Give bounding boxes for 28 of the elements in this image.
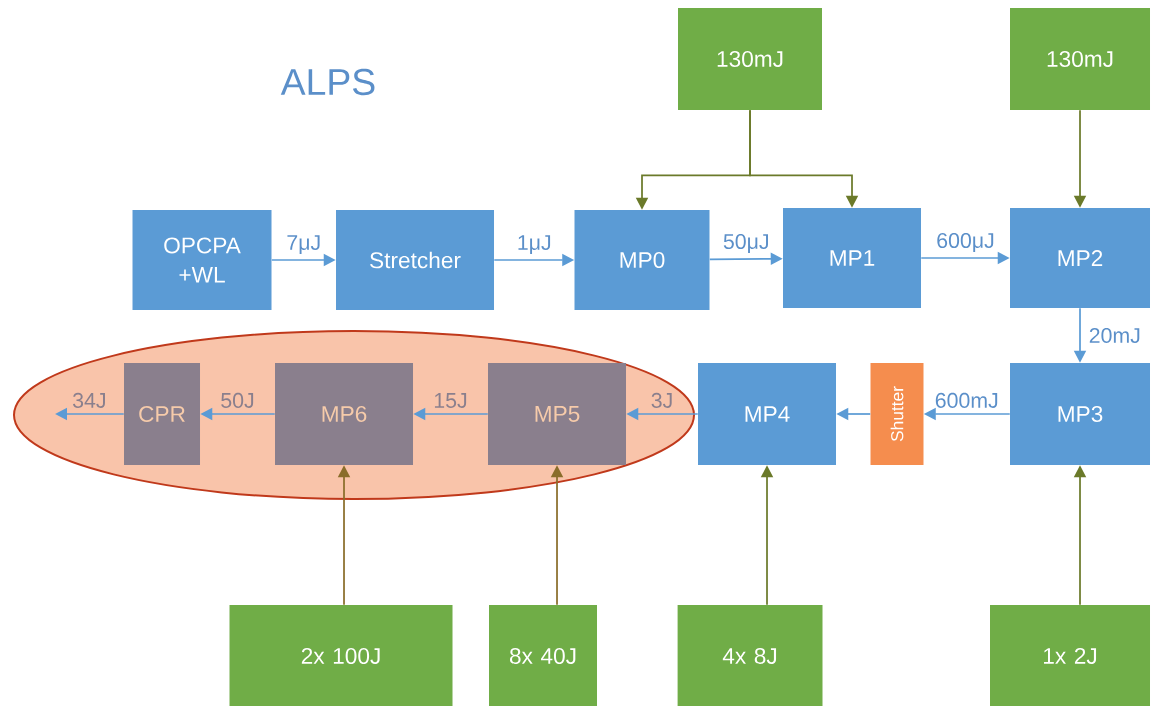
process-box: MP2 [1010,208,1150,308]
edge-label: 3J [651,392,672,408]
process-box: MP3 [1010,363,1150,465]
process-box: MP6 [275,363,413,465]
edge-label: 50μJ [723,234,768,253]
source-box: 4x 8J [677,605,823,706]
edge-label: 1μJ [518,235,551,254]
source-box: 2x 100J [229,605,453,706]
shutter-box: Shutter [870,363,924,465]
source-box: 130mJ [1010,8,1150,110]
source-box: 8x 40J [489,605,597,706]
edge-label: 600μJ [937,232,994,252]
process-box: MP1 [783,208,921,308]
process-box: MP0 [574,210,710,310]
title: ALPS [280,68,375,96]
process-box: Stretcher [336,210,494,310]
source-box: 130mJ [678,8,822,110]
edge-label: 7μJ [287,235,320,254]
process-box: OPCPA +WL [132,210,272,310]
edge-label: 50J [221,392,254,408]
edge-label: 34J [73,392,105,408]
edge-label: 15J [434,393,467,408]
process-box: MP5 [488,363,626,465]
process-box: CPR [124,363,200,465]
edge-label: 600mJ [935,392,998,408]
source-box: 1x 2J [990,605,1150,706]
process-box: MP4 [698,363,836,465]
edge-label: 20mJ [1089,327,1140,344]
